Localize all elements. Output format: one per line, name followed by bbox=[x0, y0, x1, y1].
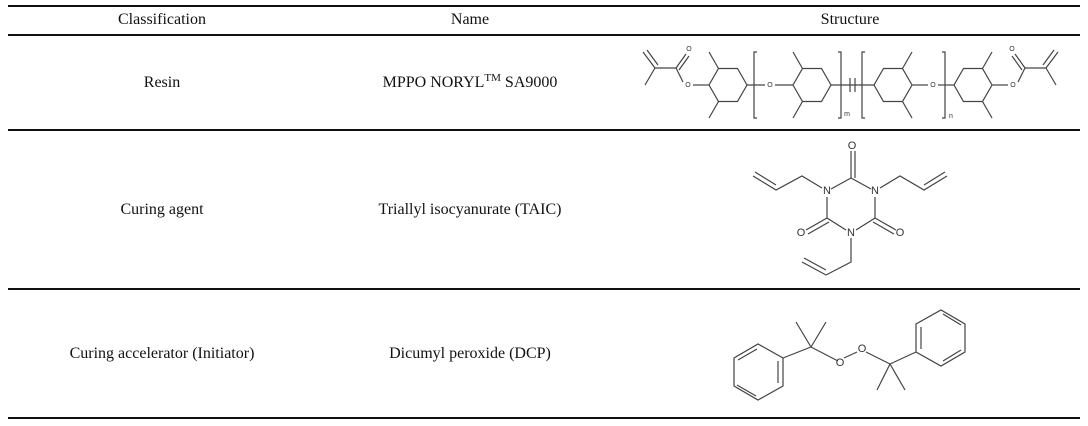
subscript-n: n bbox=[949, 113, 953, 120]
trademark: TM bbox=[484, 71, 501, 84]
row-rule bbox=[8, 288, 1080, 290]
header-structure: Structure bbox=[820, 11, 880, 28]
header-rule bbox=[8, 34, 1080, 36]
atom-o: O bbox=[930, 82, 936, 89]
row-rule bbox=[8, 129, 1080, 131]
header-name: Name bbox=[450, 11, 490, 28]
row-curing-agent-classification: Curing agent bbox=[120, 201, 204, 218]
benzene-ring bbox=[792, 67, 832, 103]
table-top-rule bbox=[8, 5, 1080, 7]
atom-o: O bbox=[767, 82, 773, 89]
row-accelerator-name: Dicumyl peroxide (DCP) bbox=[389, 345, 551, 362]
dcp-structure: O O bbox=[733, 309, 966, 401]
benzene-ring bbox=[915, 309, 966, 367]
header-classification: Classification bbox=[118, 11, 206, 28]
row-resin-name: MPPO NORYLTM SA9000 bbox=[383, 72, 558, 92]
atom-o: O bbox=[1010, 82, 1016, 89]
benzene-ring bbox=[733, 343, 784, 401]
subscript-m: m bbox=[844, 111, 850, 118]
atom-n: N bbox=[871, 185, 879, 197]
benzene-ring bbox=[873, 67, 913, 103]
benzene-ring bbox=[708, 67, 748, 103]
table-bottom-rule bbox=[8, 417, 1080, 419]
row-resin-classification: Resin bbox=[143, 74, 181, 91]
atom-o: O bbox=[1009, 46, 1015, 53]
atom-o: O bbox=[686, 46, 692, 53]
atom-o: O bbox=[836, 357, 845, 369]
atom-o: O bbox=[848, 140, 857, 152]
row-accelerator-classification: Curing accelerator (Initiator) bbox=[69, 345, 255, 362]
atom-n: N bbox=[823, 185, 831, 197]
atom-n: N bbox=[847, 227, 855, 239]
taic-structure: N N N O O O bbox=[752, 140, 948, 276]
atom-o: O bbox=[858, 343, 867, 355]
name-text: MPPO NORYL bbox=[382, 74, 485, 92]
name-suffix: SA9000 bbox=[500, 74, 558, 92]
atom-o: O bbox=[685, 82, 691, 89]
mppo-structure: O O O O O O m n bbox=[642, 46, 1059, 120]
atom-o: O bbox=[797, 227, 806, 239]
atom-o: O bbox=[896, 227, 905, 239]
row-curing-agent-name: Triallyl isocyanurate (TAIC) bbox=[378, 201, 562, 218]
benzene-ring bbox=[953, 67, 993, 103]
